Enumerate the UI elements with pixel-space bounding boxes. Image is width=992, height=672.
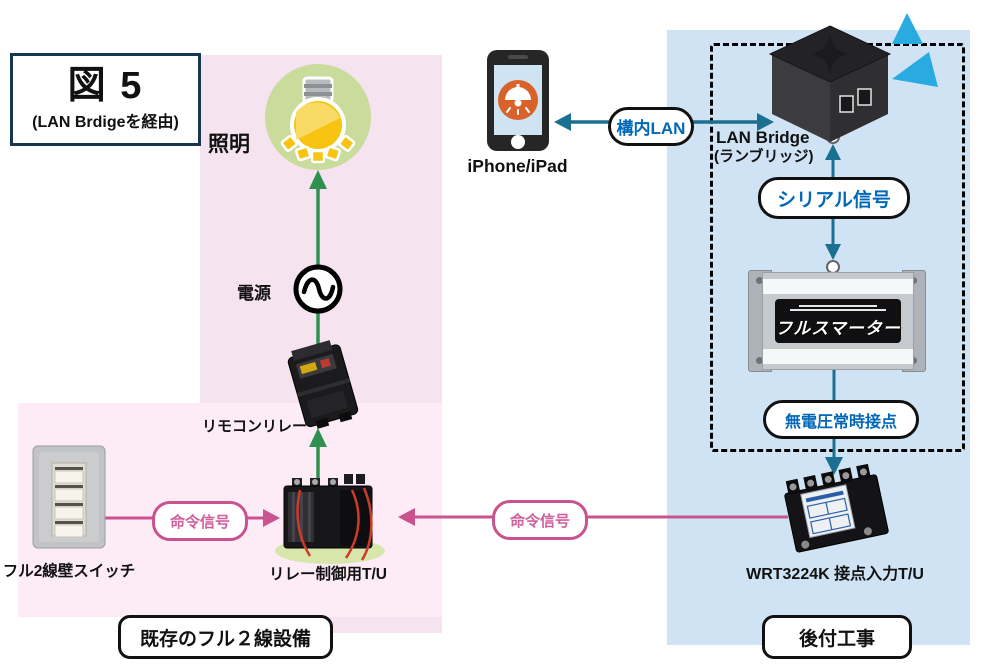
- fullsmarter-logo-text: フルスマーター: [775, 318, 901, 338]
- phone-label: iPhone/iPad: [467, 156, 568, 176]
- wifi-signal-triangle-icon: [892, 52, 938, 87]
- lamp-icon: [265, 64, 371, 170]
- lan-bridge-label: LAN Bridge: [716, 128, 810, 147]
- power-label: 電源: [237, 284, 271, 303]
- ac-power-icon: [293, 264, 343, 314]
- lan-signal-pill: 構内LAN: [608, 107, 694, 146]
- command-signal-pill-left: 命令信号: [152, 501, 248, 541]
- figure-title-box: 図 5 (LAN Brdigeを経由): [10, 53, 201, 146]
- arrow-left-to-phone-icon: [554, 113, 571, 131]
- fullsmarter-logo-block: フルスマーター: [775, 299, 901, 343]
- arrow-down-serial-icon: [825, 244, 841, 260]
- existing-zone-caption: 既存のフル２線設備: [118, 615, 333, 659]
- relay-tu-label: リレー制御用T/U: [269, 566, 387, 583]
- wrt-terminal-unit-icon: [784, 463, 889, 553]
- remote-relay-label: リモコンリレー: [202, 418, 308, 435]
- figure-title: 図 5: [67, 65, 144, 107]
- lan-bridge-sublabel: (ランブリッジ): [714, 148, 814, 165]
- wifi-signal-triangle-icon: [892, 13, 923, 44]
- arrow-up-serial-icon: [825, 144, 841, 160]
- arrow-up-to-lamp-icon: [309, 170, 327, 189]
- arrow-right-to-relay-tu-icon: [263, 509, 280, 527]
- fullsmarter-controller-icon: フルスマーター: [748, 270, 926, 372]
- remote-relay-icon: [287, 340, 359, 429]
- arrow-right-to-lanbridge-icon: [757, 113, 774, 131]
- lighting-label: 照明: [208, 133, 250, 156]
- command-signal-pill-right: 命令信号: [492, 500, 588, 540]
- lan-bridge-icon: [768, 25, 892, 142]
- arrow-left-to-relay-tu-icon: [398, 508, 415, 526]
- device-body: フルスマーター: [762, 272, 914, 370]
- arrow-down-to-wrt-icon: [825, 457, 843, 475]
- wrt-label: WRT3224K 接点入力T/U: [746, 566, 924, 583]
- serial-signal-pill: シリアル信号: [758, 177, 910, 219]
- wall-switch-label: フル2線壁スイッチ: [2, 563, 136, 580]
- dry-contact-pill: 無電圧常時接点: [763, 400, 919, 439]
- relay-control-tu-icon: [275, 474, 385, 564]
- arrow-up-to-relay-icon: [309, 428, 327, 447]
- figure-subtitle: (LAN Brdigeを経由): [32, 114, 179, 131]
- retrofit-zone-caption: 後付工事: [762, 615, 912, 659]
- wall-switch-icon: [32, 445, 106, 549]
- iphone-icon: [487, 50, 549, 151]
